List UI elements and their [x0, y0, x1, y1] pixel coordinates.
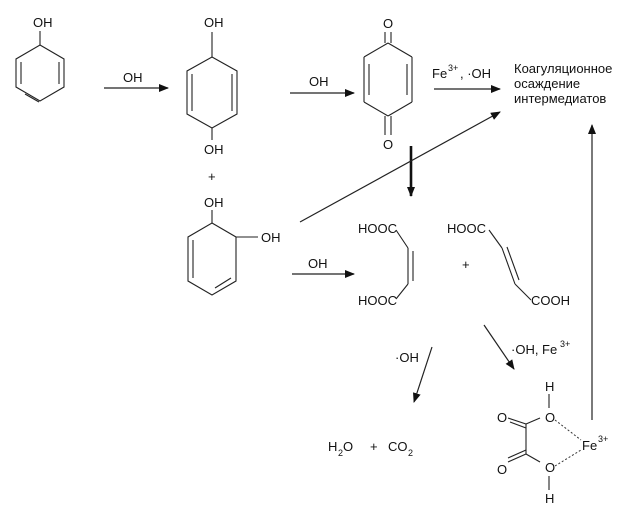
reagent-fe-label: Fe [432, 66, 447, 81]
fumaric-cooh: COOH [531, 293, 570, 308]
oxalate-fe-complex: H O O O O H Fe 3+ [497, 379, 608, 506]
water-sub: 2 [338, 448, 343, 458]
reagent-oh-fe-label: ·OH, Fe [511, 342, 557, 357]
catechol-molecule: OH OH [187, 195, 281, 296]
co2-co: CO [388, 439, 408, 454]
phenol-molecule: OH [15, 15, 65, 103]
mineralization-products: H 2 O + CO 2 [328, 439, 413, 458]
reagent-oh-4: ·OH [395, 350, 419, 365]
reagent-comma-oh: , ·OH [460, 66, 491, 81]
product-line-2: осаждение [514, 76, 580, 91]
fumaric-acid-molecule: HOOC COOH [447, 221, 570, 308]
reagent-fe-charge: 3+ [448, 63, 458, 73]
arrow-acids-to-mineralization [412, 346, 433, 403]
complex-h-top: H [545, 379, 554, 394]
hydroquinone-molecule: OH OH [186, 15, 238, 157]
phenol-oh-label: OH [33, 15, 53, 30]
hydroquinone-oh-top: OH [204, 15, 224, 30]
coordination-bond-bottom [554, 449, 582, 467]
quinone-o-bottom: O [383, 137, 393, 152]
plus-sign-1: + [208, 169, 216, 184]
reagent-oh-fe: ·OH, Fe 3+ [511, 339, 570, 357]
reagent-oh-1: OH [123, 70, 143, 85]
maleic-hooc-bottom: HOOC [358, 293, 397, 308]
complex-o-top: O [545, 410, 555, 425]
complex-o-bottom: O [545, 460, 555, 475]
product-line-1: Коагуляционное [514, 61, 612, 76]
coordination-bond-top [554, 419, 582, 441]
catechol-oh-top: OH [204, 195, 224, 210]
fumaric-hooc: HOOC [447, 221, 486, 236]
water-o: O [343, 439, 353, 454]
complex-fe-charge: 3+ [598, 434, 608, 444]
reagent-fe-oh: Fe 3+ , ·OH [432, 63, 491, 81]
arrow-catechol-to-precipitation [299, 111, 501, 223]
catechol-ring [187, 222, 237, 296]
hydroquinone-ring-2 [186, 56, 238, 129]
co2-sub: 2 [408, 448, 413, 458]
maleic-hooc-top: HOOC [358, 221, 397, 236]
coagulation-product: Коагуляционное осаждение интермедиатов [514, 61, 612, 106]
reagent-oh-fe-charge: 3+ [560, 339, 570, 349]
phenol-ring [15, 44, 65, 102]
complex-o-left-bottom: O [497, 462, 507, 477]
hydroquinone-oh-bottom: OH [204, 142, 224, 157]
benzoquinone-molecule: O O [363, 16, 413, 152]
product-line-3: интермедиатов [514, 91, 606, 106]
water-h: H [328, 439, 337, 454]
complex-o-left-top: O [497, 410, 507, 425]
complex-h-bottom: H [545, 491, 554, 506]
catechol-oh-right: OH [261, 230, 281, 245]
reagent-oh-2: OH [309, 74, 329, 89]
quinone-o-top: O [383, 16, 393, 31]
maleic-acid-molecule: HOOC HOOC [358, 221, 414, 308]
plus-sign-2: + [462, 257, 470, 272]
arrow-acids-to-fe-complex [483, 324, 515, 370]
complex-fe-label: Fe [582, 438, 597, 453]
reagent-oh-3: OH [308, 256, 328, 271]
plus-sign-3: + [370, 439, 378, 454]
